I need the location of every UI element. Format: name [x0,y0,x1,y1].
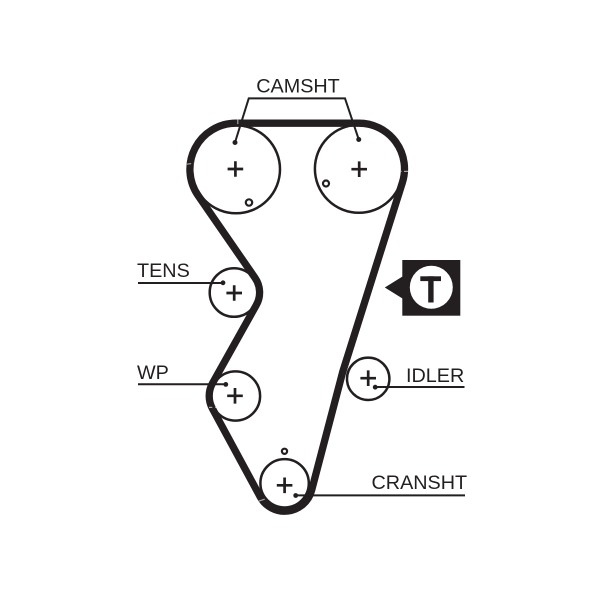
svg-text:CRANSHT: CRANSHT [372,472,468,494]
svg-text:CAMSHT: CAMSHT [256,76,340,98]
svg-text:WP: WP [137,362,169,384]
svg-text:TENS: TENS [137,260,190,282]
svg-text:IDLER: IDLER [406,365,464,387]
